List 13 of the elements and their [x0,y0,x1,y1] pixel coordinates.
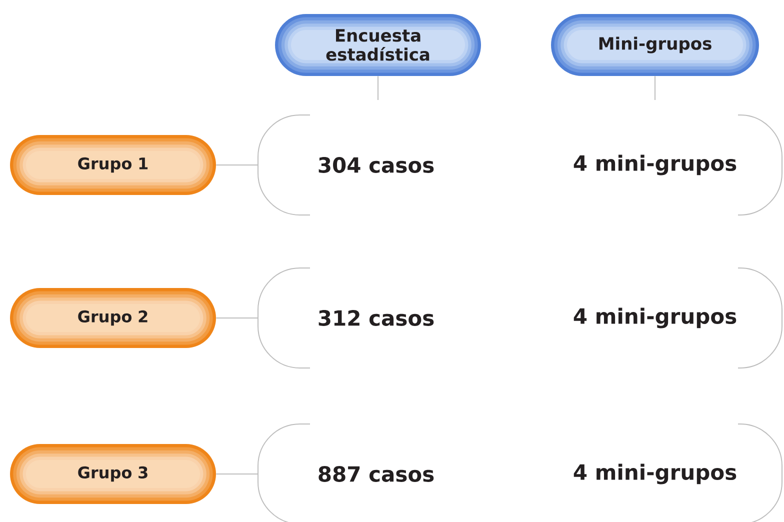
heading-pill: Mini-grupos [551,14,759,76]
connector-line [654,76,656,100]
heading-pill: Encuesta estadística [275,14,481,76]
cell-text: 887 casos [318,466,434,482]
cell-text: 4 mini-grupos [574,154,736,176]
group-pill: Grupo 2 [10,288,216,348]
cell-text: 4 mini-grupos [574,308,736,328]
cell-text: 304 casos [318,157,434,173]
connector-line [216,164,258,166]
group-pill: Grupo 1 [10,135,216,195]
group-pill: Grupo 3 [10,444,216,504]
cell-text: 4 mini-grupos [574,464,736,484]
cell-text: 312 casos [318,310,434,326]
